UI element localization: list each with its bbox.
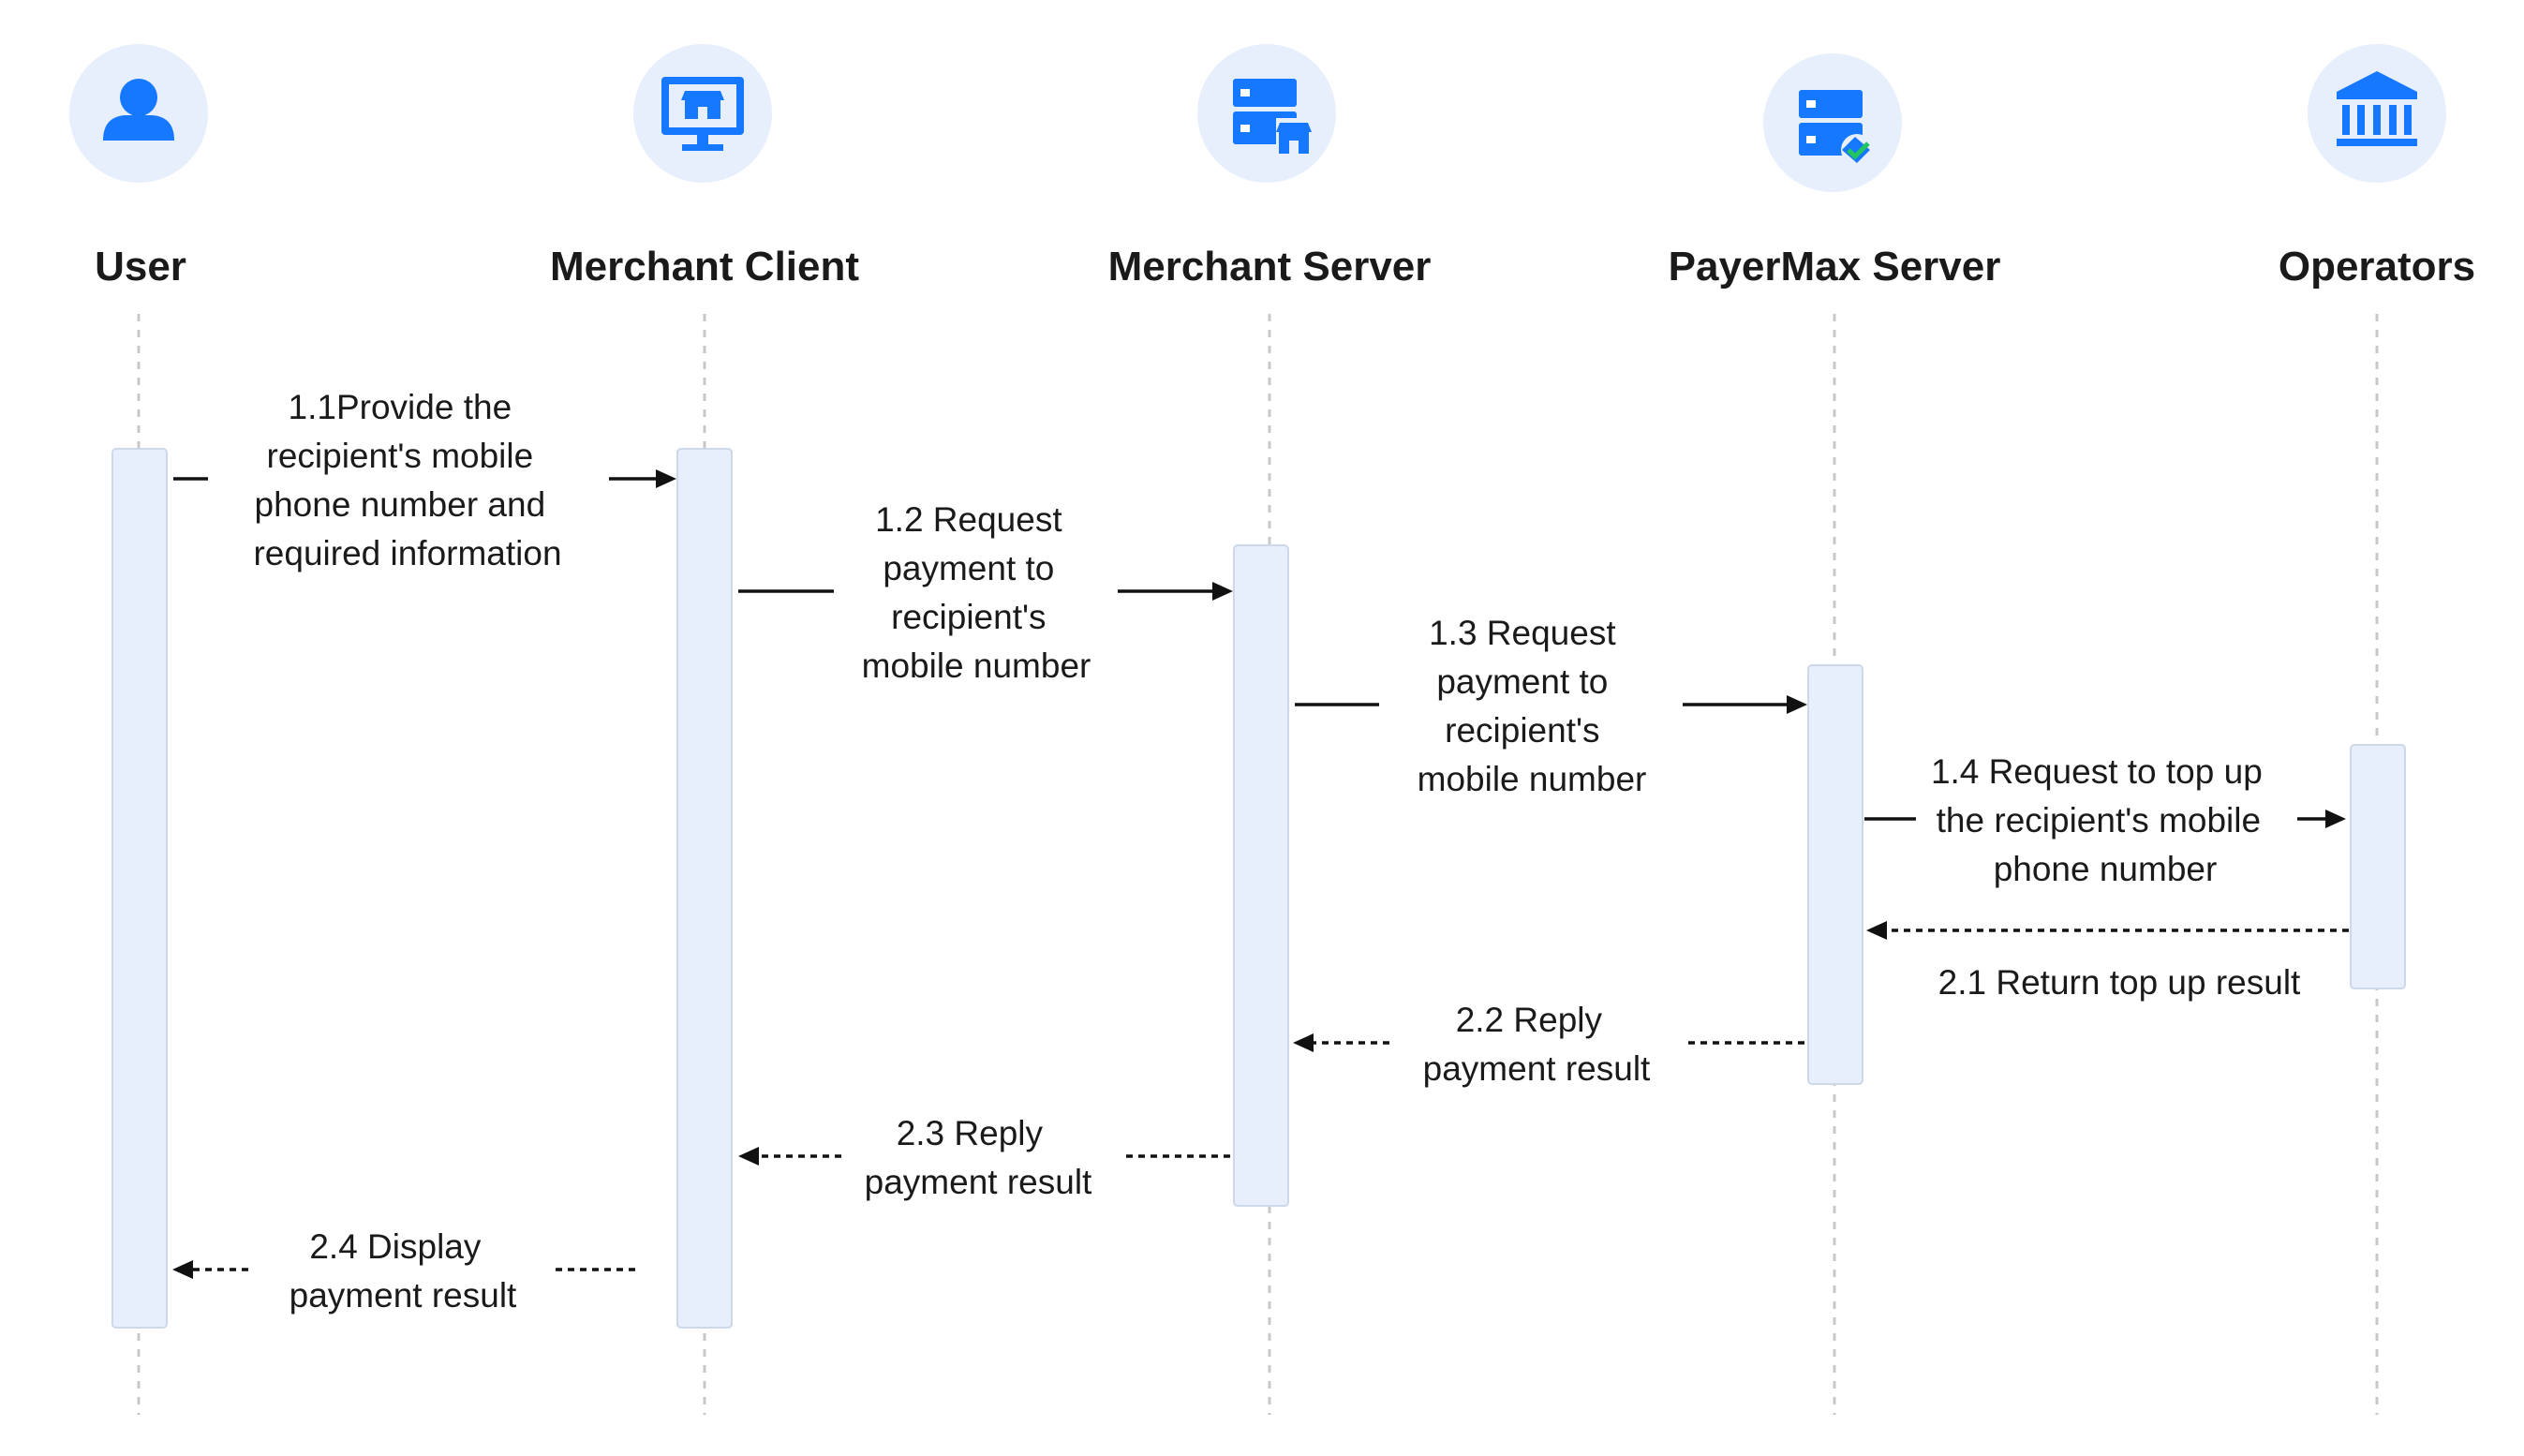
- message-1-2: 1.2 Request payment to recipient's mobil…: [738, 500, 1233, 685]
- actor-title-payermax-server: PayerMax Server: [1669, 244, 2001, 290]
- message-2-2: 2.2 Reply payment result: [1293, 1001, 1804, 1088]
- message-label: 2.4 Display payment result: [290, 1227, 517, 1315]
- arrowhead: [2325, 810, 2346, 828]
- arrowhead: [172, 1260, 193, 1279]
- actor-operators: [2308, 44, 2446, 183]
- activation-bar-payermax-server: [1807, 664, 1863, 1085]
- message-label: 1.3 Request payment to recipient's mobil…: [1418, 614, 1647, 798]
- message-2-4: 2.4 Display payment result: [172, 1227, 635, 1315]
- message-label: 1.1Provide the recipient's mobile phone …: [253, 388, 561, 572]
- server-check-icon: [1799, 90, 1873, 166]
- message-label: 2.3 Reply payment result: [865, 1114, 1092, 1201]
- actor-payermax-server: [1763, 53, 1902, 192]
- arrowhead: [1212, 582, 1233, 601]
- arrowhead: [1866, 921, 1887, 940]
- monitor-store-icon: [661, 77, 744, 151]
- message-2-1: 2.1 Return top up result: [1866, 921, 2349, 1002]
- actor-title-merchant-server: Merchant Server: [1108, 244, 1432, 290]
- message-label: 1.2 Request payment to recipient's mobil…: [862, 500, 1091, 685]
- actor-user: [69, 44, 208, 183]
- actor-title-user: User: [95, 244, 186, 290]
- user-icon: [103, 79, 174, 141]
- actor-merchant-client: [633, 44, 772, 183]
- actor-merchant-server: [1197, 44, 1336, 183]
- arrowhead: [656, 469, 676, 488]
- bank-icon: [2337, 71, 2417, 146]
- message-2-3: 2.3 Reply payment result: [738, 1114, 1230, 1201]
- message-1-4: 1.4 Request to top up the recipient's mo…: [1864, 752, 2346, 888]
- activation-bar-user: [111, 448, 168, 1329]
- message-label: 2.2 Reply payment result: [1423, 1001, 1651, 1088]
- arrowhead: [1787, 695, 1807, 714]
- message-label: 1.4 Request to top up the recipient's mo…: [1931, 752, 2272, 888]
- actor-title-merchant-client: Merchant Client: [550, 244, 859, 290]
- message-label: 2.1 Return top up result: [1938, 963, 2301, 1002]
- message-1-3: 1.3 Request payment to recipient's mobil…: [1295, 614, 1807, 798]
- activation-bar-operators: [2350, 744, 2406, 989]
- actor-title-operators: Operators: [2279, 244, 2475, 290]
- server-store-icon: [1233, 79, 1312, 157]
- activation-bar-merchant-server: [1233, 544, 1289, 1207]
- activation-bar-merchant-client: [676, 448, 733, 1329]
- arrowhead: [1293, 1033, 1314, 1052]
- arrowhead: [738, 1147, 759, 1166]
- message-1-1: 1.1Provide the recipient's mobile phone …: [173, 388, 676, 572]
